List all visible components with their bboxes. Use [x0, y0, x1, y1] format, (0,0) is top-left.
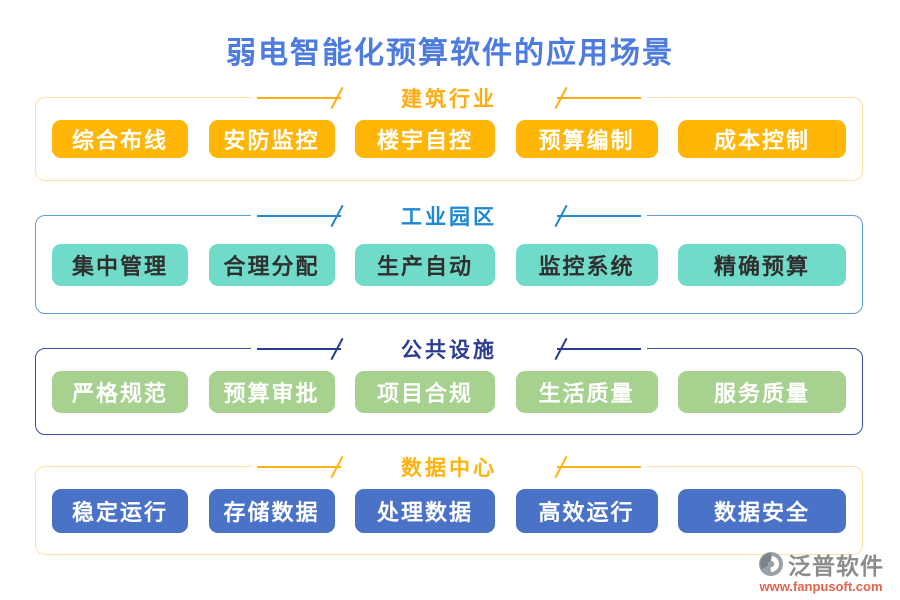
section-construction-industry: 建筑行业 综合布线 安防监控 楼宇自控 预算编制 成本控制: [35, 83, 863, 181]
section-public-facilities: 公共设施 严格规范 预算审批 项目合规 生活质量 服务质量: [35, 334, 863, 435]
button-rational-allocation[interactable]: 合理分配: [208, 243, 335, 286]
button-row: 严格规范 预算审批 项目合规 生活质量 服务质量: [36, 349, 862, 434]
button-precise-budget[interactable]: 精确预算: [678, 243, 846, 286]
button-production-automation[interactable]: 生产自动: [355, 243, 495, 286]
button-data-processing[interactable]: 处理数据: [355, 488, 495, 533]
fanpu-brand-watermark[interactable]: 泛普软件 www.fanpusoft.com: [758, 547, 884, 594]
button-data-security[interactable]: 数据安全: [678, 488, 846, 533]
button-service-quality[interactable]: 服务质量: [678, 370, 846, 413]
button-data-storage[interactable]: 存储数据: [208, 488, 335, 533]
button-centralized-management[interactable]: 集中管理: [52, 243, 188, 286]
section-industrial-park: 工业园区 集中管理 合理分配 生产自动 监控系统 精确预算: [35, 201, 863, 314]
button-integrated-cabling[interactable]: 综合布线: [52, 120, 188, 158]
brand-url: www.fanpusoft.com: [759, 579, 883, 594]
page-title: 弱电智能化预算软件的应用场景: [226, 37, 674, 70]
button-row: 稳定运行 存储数据 处理数据 高效运行 数据安全: [36, 467, 862, 554]
button-project-compliance[interactable]: 项目合规: [355, 370, 495, 413]
button-monitoring-system[interactable]: 监控系统: [515, 243, 658, 286]
button-stable-operation[interactable]: 稳定运行: [52, 488, 188, 533]
fanpu-logo-icon: [758, 551, 784, 577]
button-strict-standards[interactable]: 严格规范: [52, 370, 188, 413]
button-security-monitoring[interactable]: 安防监控: [208, 120, 335, 158]
button-budget-compilation[interactable]: 预算编制: [515, 120, 658, 158]
button-row: 集中管理 合理分配 生产自动 监控系统 精确预算: [36, 216, 862, 313]
button-building-automation[interactable]: 楼宇自控: [355, 120, 495, 158]
button-budget-approval[interactable]: 预算审批: [208, 370, 335, 413]
button-efficient-operation[interactable]: 高效运行: [515, 488, 658, 533]
brand-name: 泛普软件: [788, 554, 884, 579]
section-data-center: 数据中心 稳定运行 存储数据 处理数据 高效运行 数据安全: [35, 452, 863, 555]
button-life-quality[interactable]: 生活质量: [515, 370, 658, 413]
button-row: 综合布线 安防监控 楼宇自控 预算编制 成本控制: [36, 98, 862, 180]
button-cost-control[interactable]: 成本控制: [678, 120, 846, 158]
